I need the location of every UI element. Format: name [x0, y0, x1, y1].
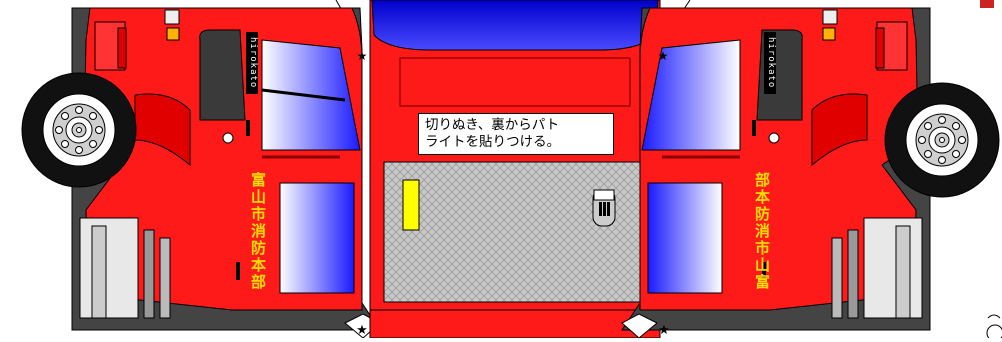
star-mark: ★ — [658, 323, 670, 338]
yellow-light — [402, 179, 420, 231]
wheel-hub — [52, 103, 106, 157]
left-door-label: 富山市消防本部 — [249, 172, 267, 291]
svg-text:★: ★ — [356, 323, 368, 338]
wheel-hub — [915, 113, 969, 167]
right-door-label: 部本防消市山富 — [753, 172, 771, 291]
star-mark: ★ — [658, 49, 669, 63]
tire — [884, 82, 1000, 198]
instruction-line-1: 切りぬき、裏からパト — [425, 117, 560, 133]
left-cab-panel: ★ ★ — [71, 7, 381, 339]
right-cab-panel — [621, 7, 931, 339]
tire — [21, 72, 137, 188]
svg-text:★: ★ — [357, 49, 368, 63]
star-mark: ★ — [357, 49, 368, 63]
left-brand-tag: hirokato — [246, 32, 258, 94]
instruction-line-2: ライトを貼りつける。 — [425, 134, 561, 150]
center-panel — [369, 0, 661, 339]
right-brand-tag: hirokato — [764, 32, 776, 94]
trash-bin — [592, 189, 616, 227]
instruction-label: 切りぬき、裏からパト ライトを貼りつける。 — [418, 113, 614, 155]
